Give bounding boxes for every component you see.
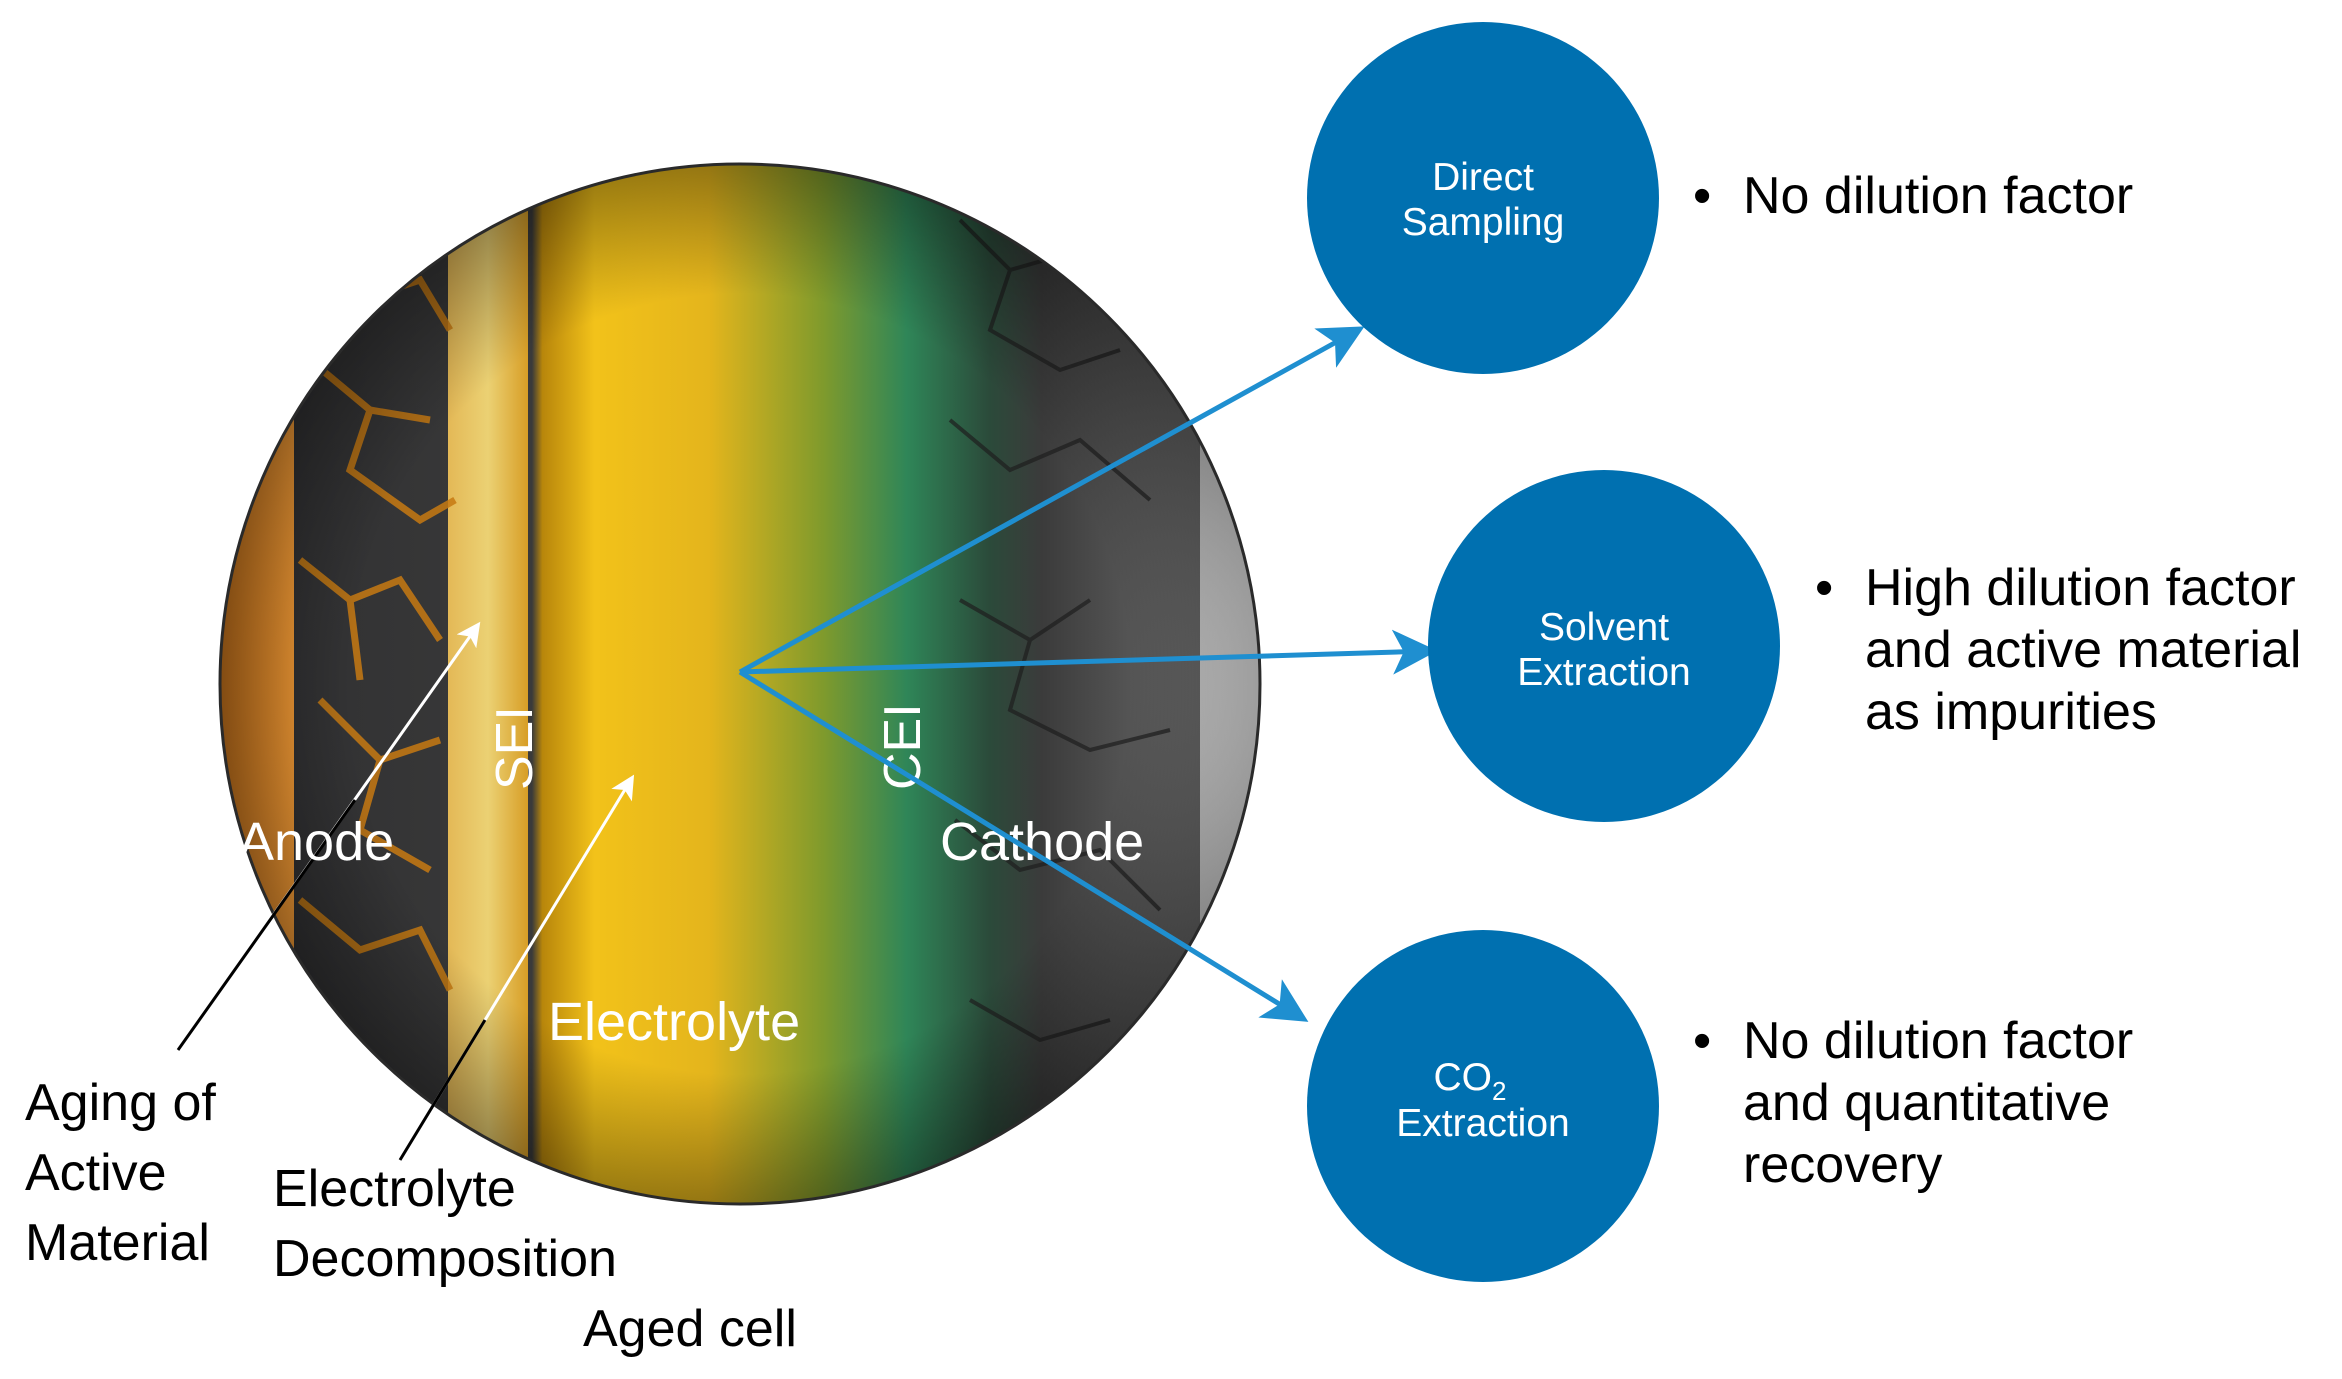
bullet-glyph: •: [1693, 167, 1711, 225]
cei-label: CEI: [874, 703, 932, 790]
solvent-extraction-label-line-2: Extraction: [1517, 651, 1690, 694]
method-co2-extraction: CO2 Extraction: [1307, 930, 1659, 1282]
cathode-label: Cathode: [940, 812, 1144, 872]
direct-sampling-circle: [1307, 22, 1659, 374]
method-direct-sampling: Direct Sampling: [1307, 22, 1659, 374]
aging-callout-line-3: Material: [25, 1214, 210, 1272]
direct-sampling-label-line-2: Sampling: [1402, 201, 1565, 244]
sei-label: SEI: [486, 706, 544, 790]
co2-extraction-note-line-3: recovery: [1743, 1136, 1942, 1194]
solvent-extraction-note-line-3: as impurities: [1865, 683, 2157, 741]
cell-outline: [218, 162, 1262, 1206]
arrow-to-direct-sampling: [738, 326, 1365, 675]
solvent-extraction-bullet: • High dilution factor and active materi…: [1815, 559, 2301, 741]
cell-caption: Aged cell: [583, 1300, 797, 1358]
solvent-extraction-note-line-2: and active material: [1865, 621, 2301, 679]
aging-callout-arrow-dark: [176, 799, 357, 1051]
bullet-glyph: •: [1815, 559, 1833, 617]
solvent-extraction-circle: [1428, 470, 1780, 822]
direct-sampling-note-line-1: No dilution factor: [1743, 167, 2133, 225]
co2-extraction-note-line-1: No dilution factor: [1743, 1012, 2133, 1070]
aging-callout-line-2: Active: [25, 1144, 167, 1202]
solvent-extraction-label-line-1: Solvent: [1539, 606, 1669, 649]
co2-subscript: 2: [1492, 1076, 1506, 1106]
method-arrows: [738, 326, 1438, 1022]
arrow-to-co2-extraction: [738, 669, 1309, 1022]
decomposition-callout-line-1: Electrolyte: [273, 1160, 516, 1218]
co2-extraction-label-line-1: CO2: [1434, 1056, 1507, 1106]
cell-vignette: [220, 164, 1260, 1204]
arrow-to-solvent-extraction: [739, 629, 1438, 675]
direct-sampling-label-line-1: Direct: [1432, 156, 1534, 199]
co2-extraction-note-line-2: and quantitative: [1743, 1074, 2110, 1132]
anode-label: Anode: [238, 812, 394, 872]
aging-callout-line-1: Aging of: [25, 1074, 216, 1132]
bullet-glyph: •: [1693, 1012, 1711, 1070]
direct-sampling-bullet: • No dilution factor: [1693, 167, 2133, 225]
co2-extraction-bullet: • No dilution factor and quantitative re…: [1693, 1012, 2133, 1194]
co2-extraction-circle: [1307, 930, 1659, 1282]
co2-main-text: CO: [1434, 1056, 1493, 1099]
electrolyte-label: Electrolyte: [548, 992, 800, 1052]
method-solvent-extraction: Solvent Extraction: [1428, 470, 1780, 822]
solvent-extraction-note-line-1: High dilution factor: [1865, 559, 2296, 617]
co2-extraction-label-line-2: Extraction: [1396, 1102, 1569, 1145]
decomposition-callout-arrow-dark: [398, 1019, 487, 1161]
decomposition-callout-line-2: Decomposition: [273, 1230, 617, 1288]
